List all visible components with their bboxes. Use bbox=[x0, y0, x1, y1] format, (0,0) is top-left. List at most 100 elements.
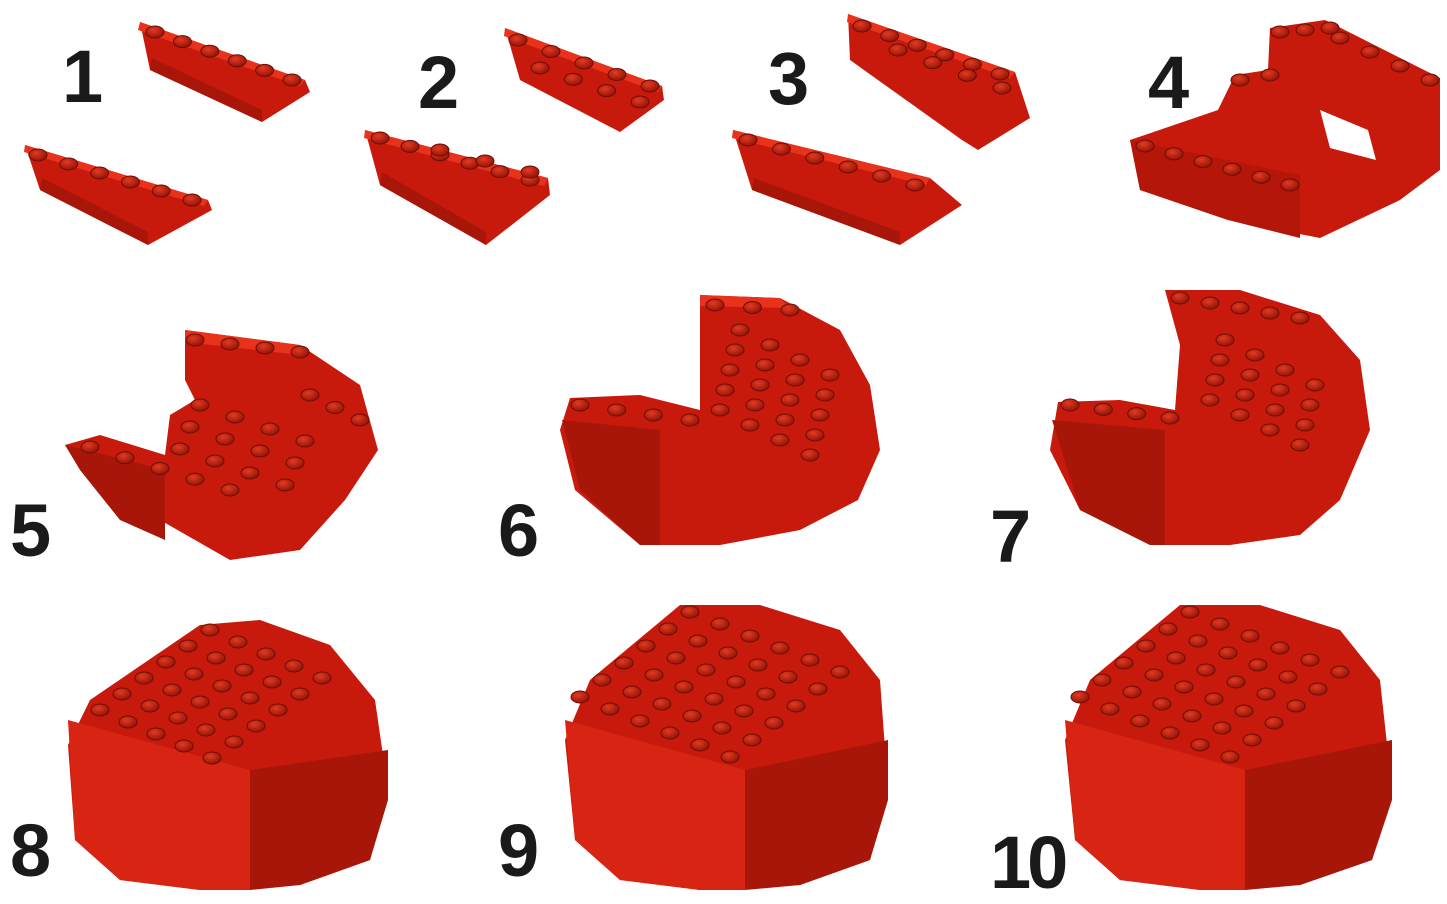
brick-3b bbox=[732, 130, 962, 245]
brick-1a bbox=[138, 22, 310, 122]
stud bbox=[179, 640, 197, 652]
stud bbox=[135, 672, 153, 684]
step-4-label: 4 bbox=[1148, 46, 1185, 120]
stud bbox=[1201, 394, 1219, 406]
stud bbox=[147, 728, 165, 740]
stud bbox=[598, 85, 616, 97]
stud bbox=[351, 414, 369, 426]
stud bbox=[1291, 312, 1309, 324]
stud bbox=[1231, 409, 1249, 421]
stud bbox=[1136, 140, 1154, 152]
stud bbox=[1261, 307, 1279, 319]
step-5-label: 5 bbox=[10, 494, 47, 568]
stud bbox=[726, 344, 744, 356]
stud bbox=[1206, 374, 1224, 386]
stud bbox=[216, 433, 234, 445]
stud bbox=[781, 304, 799, 316]
step-7-build bbox=[1050, 290, 1370, 545]
stud bbox=[1306, 379, 1324, 391]
stud bbox=[1153, 698, 1171, 710]
stud bbox=[219, 708, 237, 720]
stud bbox=[509, 34, 527, 46]
stud bbox=[241, 467, 259, 479]
stud bbox=[247, 720, 265, 732]
stud bbox=[1165, 148, 1183, 160]
stud bbox=[1231, 302, 1249, 314]
stud bbox=[772, 143, 790, 155]
step-7-label: 7 bbox=[990, 500, 1027, 574]
stud bbox=[276, 479, 294, 491]
stud bbox=[963, 58, 981, 70]
stud bbox=[203, 752, 221, 764]
stud bbox=[816, 389, 834, 401]
stud bbox=[1167, 652, 1185, 664]
stud bbox=[739, 134, 757, 146]
stud bbox=[781, 394, 799, 406]
stud bbox=[719, 647, 737, 659]
stud bbox=[1189, 635, 1207, 647]
stud bbox=[235, 664, 253, 676]
stud bbox=[301, 389, 319, 401]
stud bbox=[741, 630, 759, 642]
stud bbox=[1175, 681, 1193, 693]
step-2-label: 2 bbox=[418, 46, 455, 120]
stud bbox=[1361, 46, 1379, 58]
stud bbox=[1191, 739, 1209, 751]
stud bbox=[201, 45, 219, 57]
stud bbox=[653, 698, 671, 710]
stud bbox=[81, 441, 99, 453]
stud bbox=[261, 423, 279, 435]
stud bbox=[1246, 349, 1264, 361]
stud bbox=[667, 652, 685, 664]
brick-2a bbox=[504, 28, 664, 132]
stud bbox=[173, 36, 191, 48]
stud bbox=[1252, 171, 1270, 183]
stud bbox=[1271, 642, 1289, 654]
stud bbox=[741, 419, 759, 431]
stud bbox=[993, 82, 1011, 94]
stud bbox=[631, 715, 649, 727]
stud bbox=[601, 703, 619, 715]
stud bbox=[206, 455, 224, 467]
stud bbox=[1235, 705, 1253, 717]
stud bbox=[201, 624, 219, 636]
stud bbox=[608, 69, 626, 81]
stud bbox=[831, 666, 849, 678]
stud bbox=[1216, 334, 1234, 346]
stud bbox=[431, 144, 449, 156]
stud bbox=[608, 404, 626, 416]
stud bbox=[691, 739, 709, 751]
stud bbox=[1265, 717, 1283, 729]
stud bbox=[191, 696, 209, 708]
stud bbox=[121, 176, 139, 188]
stud bbox=[197, 724, 215, 736]
stud bbox=[286, 457, 304, 469]
brick-1b bbox=[24, 145, 212, 245]
stud bbox=[256, 342, 274, 354]
stud bbox=[756, 359, 774, 371]
stud bbox=[1161, 412, 1179, 424]
stud bbox=[163, 684, 181, 696]
stud bbox=[326, 402, 344, 414]
stud bbox=[141, 700, 159, 712]
stud bbox=[727, 676, 745, 688]
stud bbox=[175, 740, 193, 752]
stud bbox=[1257, 688, 1275, 700]
stud bbox=[221, 338, 239, 350]
stud bbox=[1201, 297, 1219, 309]
stud bbox=[1287, 700, 1305, 712]
stud bbox=[615, 657, 633, 669]
step-8-label: 8 bbox=[10, 814, 47, 888]
stud bbox=[881, 30, 899, 42]
stud bbox=[958, 69, 976, 81]
stud bbox=[731, 324, 749, 336]
stud bbox=[743, 734, 761, 746]
stud bbox=[623, 686, 641, 698]
stud bbox=[1241, 630, 1259, 642]
stud bbox=[801, 654, 819, 666]
stud bbox=[786, 374, 804, 386]
step-8-build bbox=[68, 620, 388, 890]
stud bbox=[1137, 640, 1155, 652]
stud bbox=[751, 379, 769, 391]
stud bbox=[1276, 364, 1294, 376]
